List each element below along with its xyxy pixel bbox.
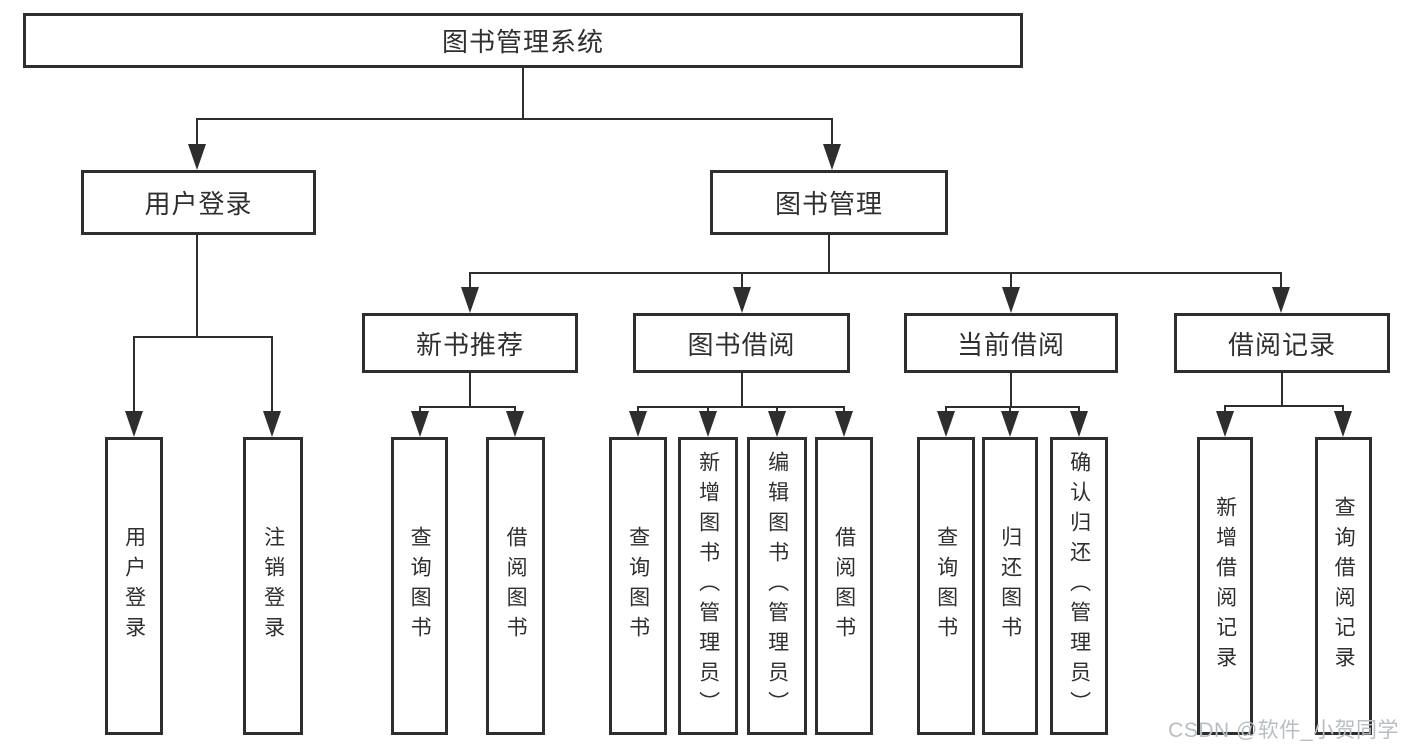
connector-line xyxy=(1280,272,1282,292)
connector-line xyxy=(133,336,273,338)
arrow-down-icon xyxy=(461,287,479,313)
arrow-down-icon xyxy=(1334,411,1352,437)
connector-line xyxy=(1010,373,1012,408)
connector-line xyxy=(637,406,844,408)
node-leaf-logout: 注销登录 xyxy=(243,437,303,735)
node-leaf-add-books-admin: 新增图书（管理员） xyxy=(678,437,738,735)
node-leaf-recommend-query-books: 查询图书 xyxy=(391,437,448,735)
arrow-down-icon xyxy=(733,287,751,313)
node-label: 确认归还（管理员） xyxy=(1067,451,1091,721)
node-label: 新增图书（管理员） xyxy=(696,451,720,721)
connector-line xyxy=(843,406,845,415)
connector-line xyxy=(945,406,1080,408)
connector-line xyxy=(1009,406,1011,415)
node-label: 图书管理 xyxy=(774,189,883,219)
connector-line xyxy=(469,272,471,292)
arrow-down-icon xyxy=(125,411,143,437)
arrow-down-icon xyxy=(835,411,853,437)
node-label: 图书管理系统 xyxy=(441,27,604,57)
connector-line xyxy=(1224,405,1344,407)
arrow-down-icon xyxy=(937,411,955,437)
connector-line xyxy=(196,235,198,338)
connector-line xyxy=(1078,406,1080,415)
node-label: 图书借阅 xyxy=(687,329,796,360)
node-book-management: 图书管理 xyxy=(710,170,948,235)
connector-line xyxy=(514,406,516,415)
connector-line xyxy=(1224,405,1226,415)
connector-line xyxy=(419,406,516,408)
node-leaf-query-borrow-record: 查询借阅记录 xyxy=(1315,437,1372,735)
node-leaf-recommend-borrow-books: 借阅图书 xyxy=(486,437,545,735)
arrow-down-icon xyxy=(188,144,206,170)
connector-line xyxy=(522,68,524,120)
connector-line xyxy=(271,336,273,415)
arrow-down-icon xyxy=(823,144,841,170)
node-borrowing-records: 借阅记录 xyxy=(1174,313,1390,373)
node-leaf-return-books: 归还图书 xyxy=(982,437,1038,735)
node-leaf-current-query-books: 查询图书 xyxy=(917,437,975,735)
node-label: 借阅图书 xyxy=(832,526,856,646)
node-new-book-recommend: 新书推荐 xyxy=(362,313,578,373)
connector-line xyxy=(197,118,833,120)
connector-line xyxy=(776,406,778,415)
connector-line xyxy=(1281,373,1283,407)
arrow-down-icon xyxy=(1216,411,1234,437)
node-label: 查询图书 xyxy=(626,526,650,646)
node-leaf-add-borrow-record: 新增借阅记录 xyxy=(1197,437,1253,735)
node-leaf-confirm-return-admin: 确认归还（管理员） xyxy=(1050,437,1108,735)
node-leaf-borrowing-query-books: 查询图书 xyxy=(609,437,667,735)
node-leaf-edit-books-admin: 编辑图书（管理员） xyxy=(747,437,807,735)
node-label: 用户登录 xyxy=(144,189,253,219)
node-leaf-borrowing-borrow-books: 借阅图书 xyxy=(815,437,873,735)
connector-line xyxy=(133,336,135,415)
arrow-down-icon xyxy=(699,411,717,437)
node-label: 借阅记录 xyxy=(1227,329,1336,360)
connector-line xyxy=(945,406,947,415)
arrow-down-icon xyxy=(629,411,647,437)
connector-line xyxy=(741,272,743,292)
arrow-down-icon xyxy=(263,411,281,437)
node-root-system: 图书管理系统 xyxy=(23,13,1023,68)
node-user-login: 用户登录 xyxy=(81,170,316,235)
connector-line xyxy=(1342,405,1344,415)
node-label: 注销登录 xyxy=(261,526,285,646)
arrow-down-icon xyxy=(1272,287,1290,313)
arrow-down-icon xyxy=(1070,411,1088,437)
connector-line xyxy=(419,406,421,415)
node-label: 新增借阅记录 xyxy=(1213,496,1237,676)
node-label: 当前借阅 xyxy=(956,329,1065,360)
connector-line xyxy=(637,406,639,415)
node-label: 查询图书 xyxy=(408,526,432,646)
node-label: 借阅图书 xyxy=(504,526,528,646)
arrow-down-icon xyxy=(411,411,429,437)
node-label: 查询图书 xyxy=(934,526,958,646)
connector-line xyxy=(828,235,830,274)
arrow-down-icon xyxy=(768,411,786,437)
node-label: 归还图书 xyxy=(998,526,1022,646)
connector-line xyxy=(1010,272,1012,292)
node-current-borrowing: 当前借阅 xyxy=(904,313,1118,373)
node-label: 用户登录 xyxy=(122,526,146,646)
node-label: 查询借阅记录 xyxy=(1332,496,1356,676)
node-label: 编辑图书（管理员） xyxy=(765,451,789,721)
connector-line xyxy=(707,406,709,415)
connector-line xyxy=(469,373,471,408)
arrow-down-icon xyxy=(1002,287,1020,313)
arrow-down-icon xyxy=(1001,411,1019,437)
csdn-watermark: CSDN @软件_小贺同学 xyxy=(1168,719,1399,742)
connector-line xyxy=(831,118,833,148)
arrow-down-icon xyxy=(506,411,524,437)
node-leaf-login: 用户登录 xyxy=(105,437,163,735)
connector-line xyxy=(196,118,198,148)
connector-line xyxy=(741,373,743,408)
node-book-borrowing: 图书借阅 xyxy=(633,313,850,373)
connector-line xyxy=(469,272,1281,274)
node-label: 新书推荐 xyxy=(415,329,524,360)
